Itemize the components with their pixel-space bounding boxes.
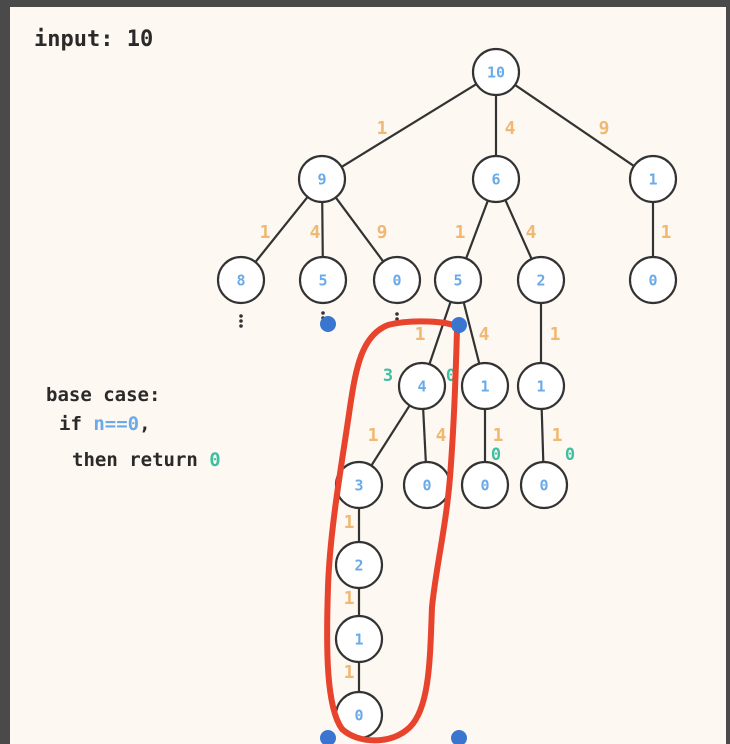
edge-label: 4	[436, 425, 447, 446]
edge-label: 1	[415, 324, 426, 345]
tree-node-n1a	[628, 154, 678, 204]
node-label: 5	[453, 272, 462, 290]
edge-label: 4	[310, 222, 321, 243]
ellipsis-dot	[395, 312, 399, 316]
node-label: 4	[417, 378, 426, 396]
page-title: input: 10	[34, 27, 154, 52]
marker-dot	[320, 730, 336, 744]
edge-n10-n9	[341, 83, 477, 168]
tree-node-n9	[297, 154, 347, 204]
node-label: 2	[536, 272, 545, 290]
base-case-return: then return 0	[72, 449, 221, 471]
edge-label: 1	[661, 222, 672, 243]
edge-label: 4	[526, 222, 537, 243]
tree-node-n5b	[433, 255, 483, 305]
edge-label: 4	[505, 118, 516, 139]
tree-node-n0e	[519, 460, 569, 510]
node-label: 0	[480, 477, 489, 495]
base-case-heading: base case:	[46, 384, 161, 406]
edge-n5b-n4	[428, 301, 452, 365]
marker-dot	[451, 730, 467, 744]
tree-node-n0a	[372, 255, 422, 305]
node-label: 5	[318, 272, 327, 290]
base-case-condition: if n==0,	[59, 413, 151, 435]
edge-label: 1	[377, 118, 388, 139]
ellipsis-dot	[239, 314, 243, 318]
annotation-label: 0	[491, 445, 501, 465]
node-label: 1	[536, 378, 545, 396]
tree-node-n0d	[460, 460, 510, 510]
edge-label: 1	[368, 425, 379, 446]
edge-n9-n5a	[321, 201, 324, 258]
ellipsis-dot	[239, 319, 243, 323]
tree-node-n0b	[628, 255, 678, 305]
return-prefix: then return	[72, 449, 210, 471]
edge-label: 1	[455, 222, 466, 243]
tree-node-n5a	[298, 255, 348, 305]
node-label: 6	[491, 171, 500, 189]
edge-label: 1	[493, 425, 504, 446]
edge-n4-n3	[370, 404, 411, 467]
node-label: 3	[354, 477, 363, 495]
edge-n6-n2a	[504, 199, 533, 260]
node-label: 0	[648, 272, 657, 290]
return-value: 0	[209, 449, 221, 471]
tree-node-n8	[216, 255, 266, 305]
node-label: 9	[317, 171, 326, 189]
edge-label: 9	[377, 222, 388, 243]
node-label: 1	[648, 171, 657, 189]
edge-label: 1	[552, 425, 563, 446]
edge-label: 4	[479, 324, 490, 345]
edge-n1c-n0e	[540, 408, 545, 463]
condition-expression: n==0	[93, 413, 140, 435]
edge-n9-n0a	[334, 196, 385, 263]
node-label: 1	[480, 378, 489, 396]
edge-label: 1	[344, 512, 355, 533]
edge-n9-n8	[254, 196, 309, 263]
ellipsis-dot	[321, 311, 325, 315]
node-label: 0	[422, 477, 431, 495]
condition-suffix: ,	[139, 413, 151, 435]
tree-node-n6	[471, 154, 521, 204]
tree-node-n1c	[516, 361, 566, 411]
tree-node-n1b	[460, 361, 510, 411]
edge-n4-n0c	[422, 408, 427, 463]
edge-n6-n5b	[465, 200, 489, 259]
edge-label: 9	[599, 118, 610, 139]
node-label: 2	[354, 557, 363, 575]
edge-label: 1	[344, 662, 355, 683]
node-label: 0	[392, 272, 401, 290]
edge-label: 1	[344, 588, 355, 609]
annotation-label: 3	[383, 366, 393, 386]
marker-dot	[320, 316, 336, 332]
tree-node-n10	[471, 47, 521, 97]
node-label: 0	[354, 707, 363, 725]
tree-node-n4	[397, 361, 447, 411]
ellipsis-dot	[239, 324, 243, 328]
tree-node-n1d	[334, 614, 384, 664]
node-label: 1	[354, 631, 363, 649]
highlight-loop	[324, 318, 460, 744]
tree-node-n2a	[516, 255, 566, 305]
node-label: 10	[487, 64, 505, 82]
edge-n10-n1a	[514, 84, 635, 167]
edge-label: 1	[550, 324, 561, 345]
edge-n5b-n1b	[462, 302, 481, 364]
node-label: 8	[236, 272, 245, 290]
marker-dot	[451, 317, 467, 333]
tree-node-n2b	[334, 540, 384, 590]
annotation-label: 0	[446, 366, 456, 386]
condition-prefix: if	[59, 413, 94, 435]
edge-label: 1	[260, 222, 271, 243]
annotation-label: 0	[565, 445, 575, 465]
node-label: 0	[539, 477, 548, 495]
